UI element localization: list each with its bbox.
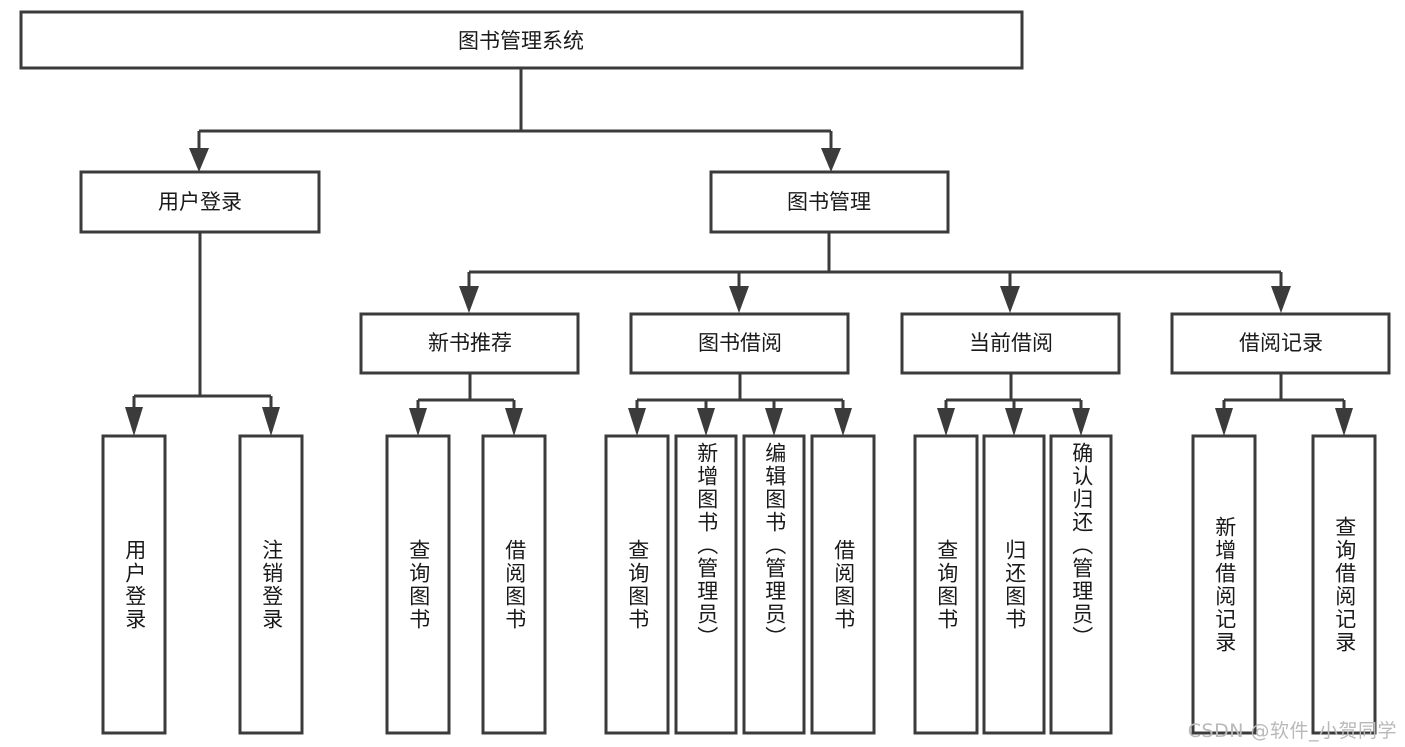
node-new-book-recommend-box[interactable] bbox=[359, 312, 580, 375]
leaf-box-user-login-2[interactable] bbox=[238, 434, 304, 735]
arrow-head-icon bbox=[729, 286, 749, 313]
arrow-head-icon bbox=[505, 408, 523, 436]
arrow-head-icon bbox=[189, 148, 209, 172]
connector-book-borrow-to-leaves bbox=[628, 373, 852, 436]
connector-current-borrow-to-leaves bbox=[937, 373, 1090, 436]
node-root[interactable]: 图书管理系统 bbox=[19, 10, 1024, 70]
connector-user-login-to-leaves bbox=[125, 232, 280, 436]
arrow-head-icon bbox=[697, 408, 715, 436]
leaf-box-new-book-1[interactable] bbox=[385, 434, 451, 735]
node-root-label: 图书管理系统 bbox=[458, 29, 584, 53]
leaf-box-user-login-1[interactable] bbox=[101, 434, 167, 735]
node-user-login-label: 用户登录 bbox=[158, 190, 242, 214]
connector-book-management-to-level3 bbox=[459, 232, 1291, 313]
leaf-box-current-borrow-2[interactable] bbox=[982, 434, 1046, 735]
arrow-head-icon bbox=[1335, 408, 1353, 436]
arrow-head-icon bbox=[1072, 408, 1090, 436]
node-new-book-recommend-label: 新书推荐 bbox=[428, 331, 512, 355]
connector-borrow-record-to-leaves bbox=[1215, 373, 1353, 436]
node-root-box[interactable] bbox=[19, 10, 1024, 70]
node-book-management[interactable]: 图书管理 bbox=[709, 170, 950, 234]
arrow-head-icon bbox=[262, 407, 280, 436]
node-book-borrow[interactable]: 图书借阅 bbox=[629, 312, 850, 375]
arrow-head-icon bbox=[765, 408, 783, 436]
arrow-head-icon bbox=[1005, 408, 1023, 436]
node-user-login[interactable]: 用户登录 bbox=[79, 170, 321, 234]
arrow-head-icon bbox=[409, 408, 427, 436]
leaf-box-book-borrow-1[interactable] bbox=[604, 434, 670, 735]
leaf-box-current-borrow-3[interactable] bbox=[1049, 434, 1113, 735]
csdn-watermark: CSDN @软件_小贺同学 bbox=[1187, 720, 1397, 742]
connector-new-book-recommend-to-leaves bbox=[409, 373, 523, 436]
node-borrow-record-label: 借阅记录 bbox=[1239, 331, 1323, 355]
arrow-head-icon bbox=[125, 407, 143, 436]
leaf-box-book-borrow-2[interactable] bbox=[674, 434, 738, 735]
node-current-borrow[interactable]: 当前借阅 bbox=[900, 312, 1121, 375]
leaf-box-current-borrow-1[interactable] bbox=[913, 434, 979, 735]
arrow-head-icon bbox=[1215, 408, 1233, 436]
node-user-login-box[interactable] bbox=[79, 170, 321, 234]
arrow-head-icon bbox=[834, 408, 852, 436]
leaf-box-borrow-record-1[interactable] bbox=[1191, 434, 1257, 735]
leaf-box-new-book-2[interactable] bbox=[481, 434, 547, 735]
arrow-head-icon bbox=[1000, 286, 1020, 313]
leaf-box-book-borrow-3[interactable] bbox=[742, 434, 806, 735]
arrow-head-icon bbox=[937, 408, 955, 436]
node-book-borrow-label: 图书借阅 bbox=[698, 331, 782, 355]
node-book-management-label: 图书管理 bbox=[787, 190, 871, 214]
arrow-head-icon bbox=[628, 408, 646, 436]
arrow-head-icon bbox=[459, 286, 479, 313]
node-current-borrow-box[interactable] bbox=[900, 312, 1121, 375]
leaf-box-borrow-record-2[interactable] bbox=[1311, 434, 1377, 735]
node-borrow-record[interactable]: 借阅记录 bbox=[1170, 312, 1391, 375]
connector-root-to-level2 bbox=[189, 68, 841, 172]
node-new-book-recommend[interactable]: 新书推荐 bbox=[359, 312, 580, 375]
node-current-borrow-label: 当前借阅 bbox=[969, 331, 1053, 355]
arrow-head-icon bbox=[821, 148, 841, 172]
arrow-head-icon bbox=[1271, 286, 1291, 313]
leaf-box-book-borrow-4[interactable] bbox=[810, 434, 876, 735]
